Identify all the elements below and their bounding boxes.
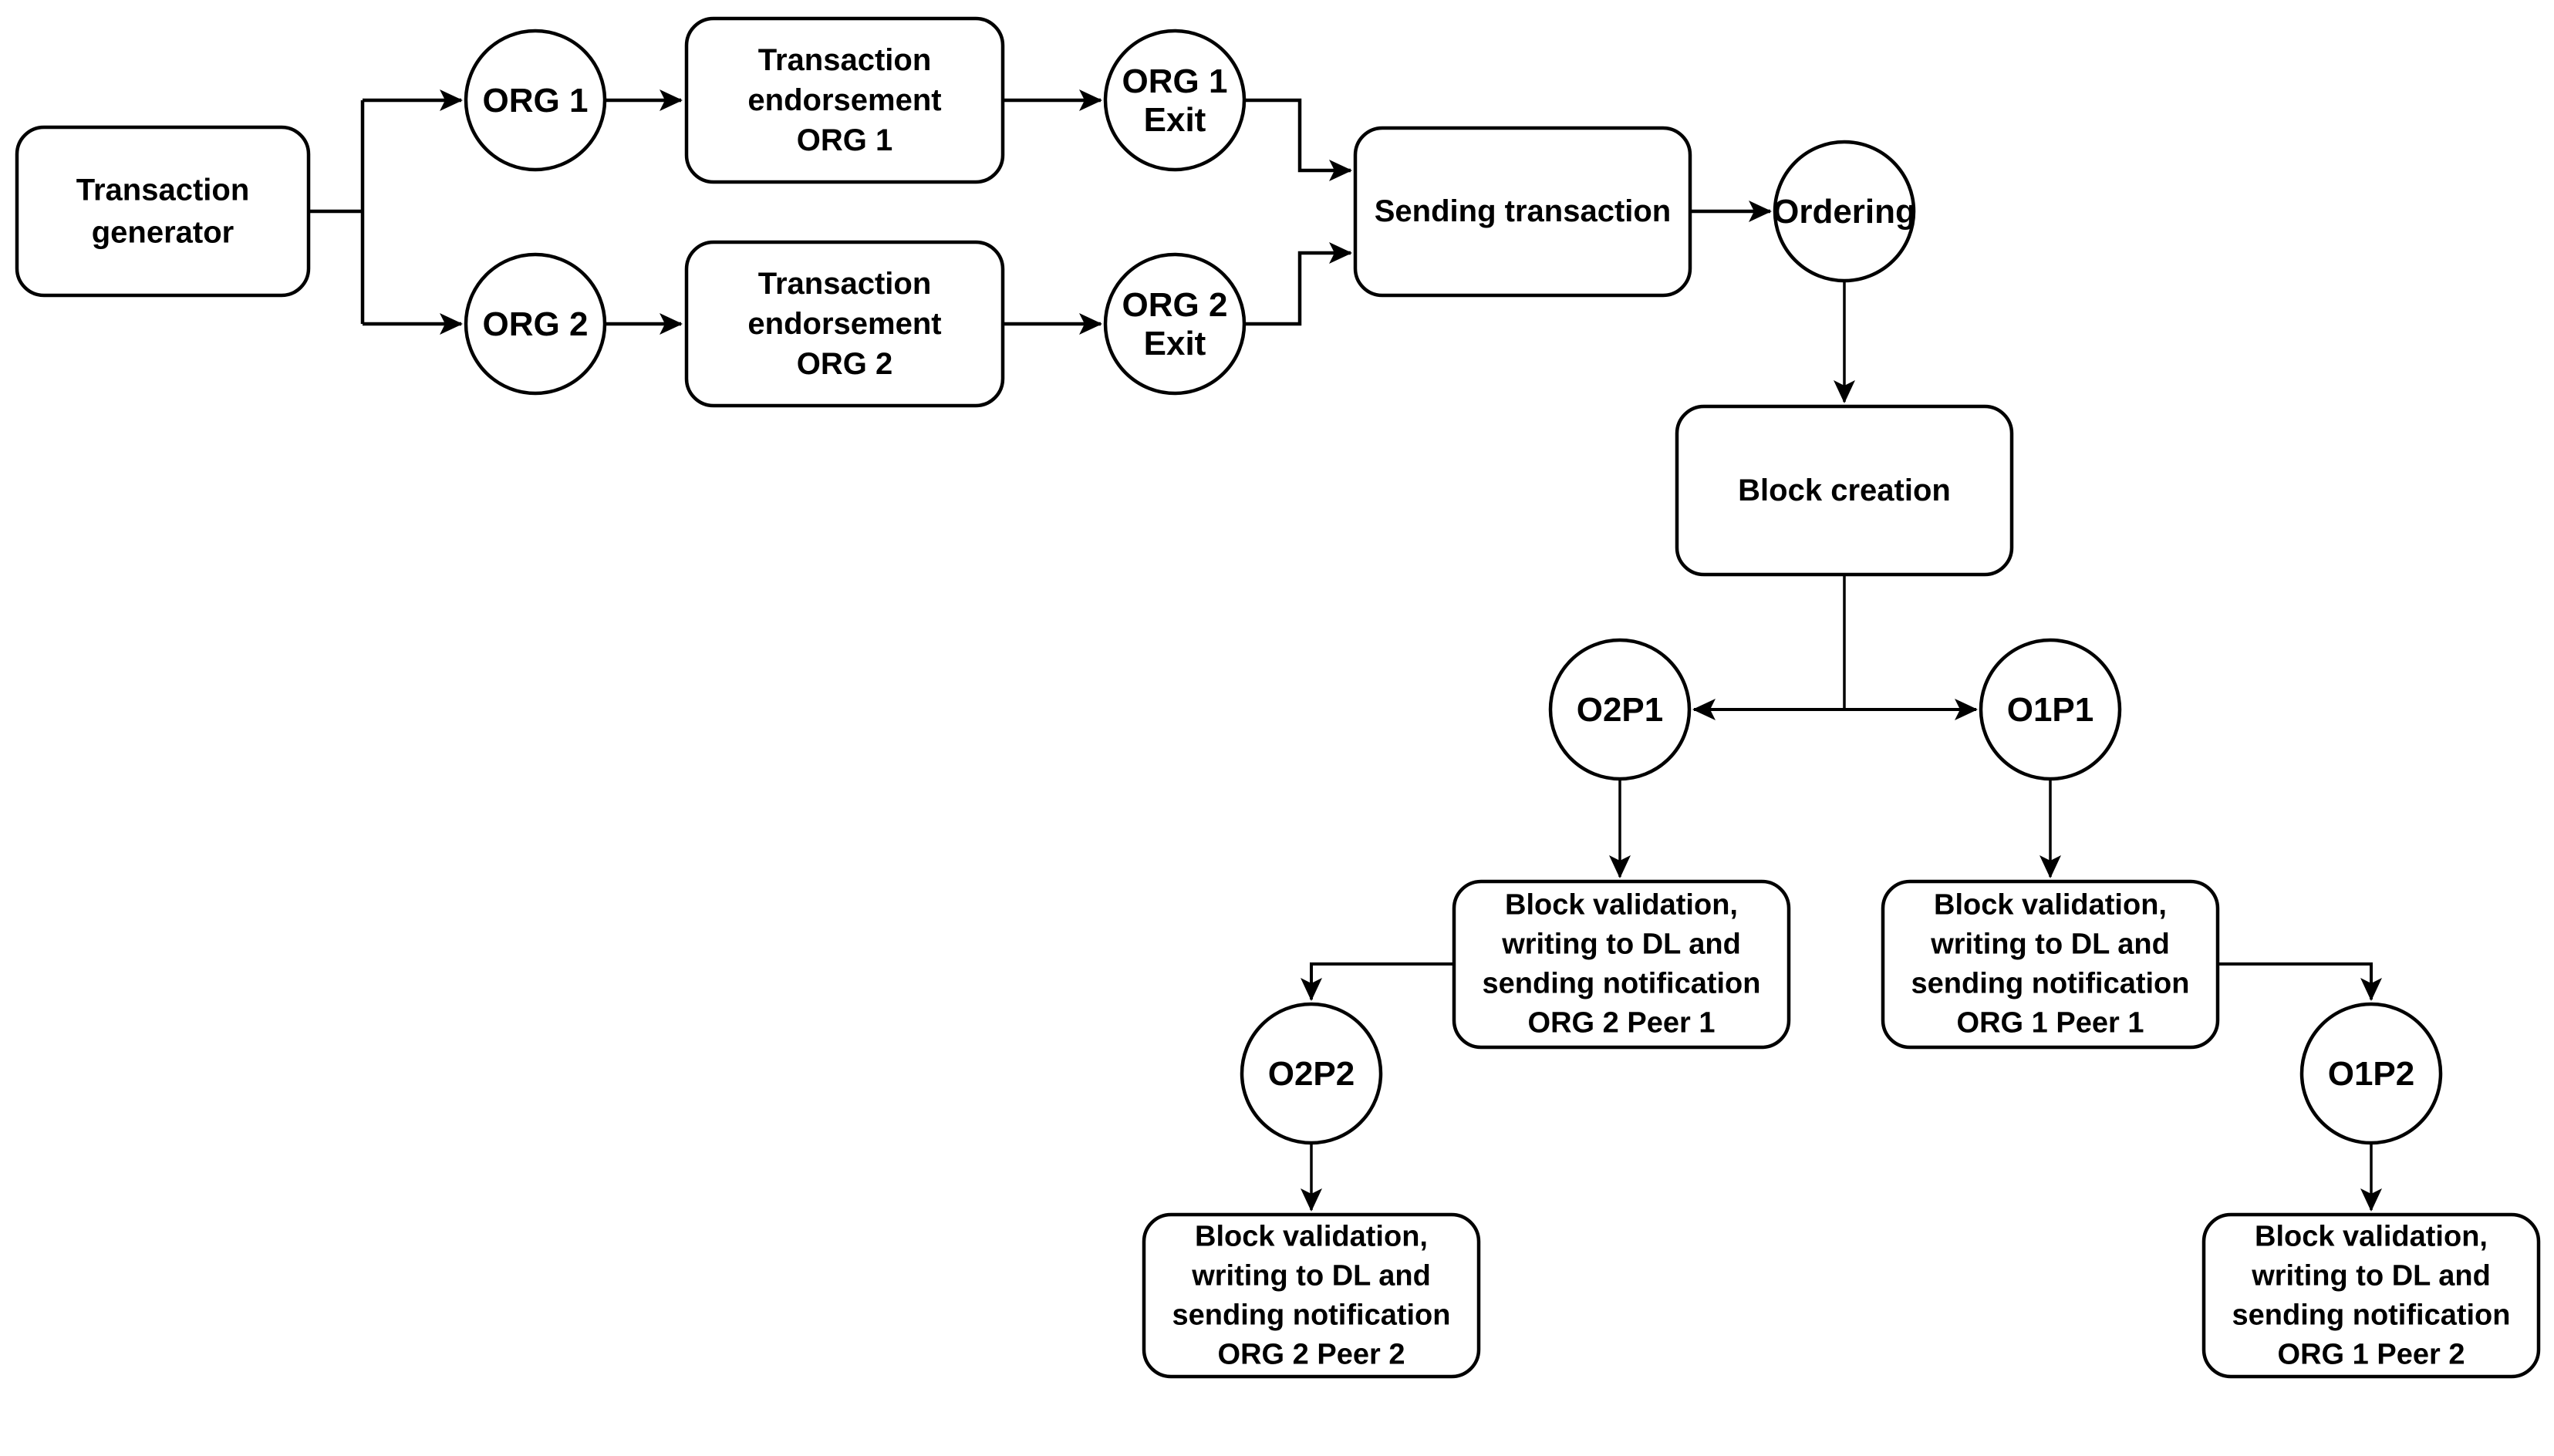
sending-transaction-label: Sending transaction: [1375, 194, 1672, 228]
edge-validation-org-1-peer-1-to-o1p2: [2218, 962, 2382, 1001]
block-validation-org-2-peer-1-box: [1452, 879, 1791, 1050]
edge-org-1-exit-to-sending: [1244, 98, 1352, 181]
o1p2-circle: [2299, 1002, 2443, 1145]
org-1-label: ORG 1: [483, 82, 589, 120]
edge-generator-branch: [309, 100, 365, 324]
org-1-circle: [464, 29, 607, 172]
transaction-endorsement-org-1-box: [684, 16, 1005, 184]
edge-org-2-exit-to-sending: [1244, 242, 1352, 326]
block-creation-box: [1675, 404, 2014, 577]
org-2-circle: [464, 252, 607, 396]
sending-transaction-box: [1353, 126, 1692, 298]
block-creation-label: Block creation: [1738, 474, 1951, 507]
node-sending-transaction: Sending transaction: [1353, 126, 1692, 298]
o2p1-circle: [1548, 638, 1692, 781]
node-org-1: ORG 1: [464, 29, 607, 172]
block-validation-org-1-peer-1-box: [1881, 879, 2220, 1050]
block-validation-org-1-peer-2-box: [2201, 1212, 2541, 1379]
o1p2-label: O1P2: [2328, 1055, 2415, 1093]
org-2-exit-circle: [1103, 252, 1247, 396]
node-o2p1: O2P1: [1548, 638, 1692, 781]
block-validation-org-2-peer-2-box: [1142, 1212, 1481, 1379]
ordering-label: Ordering: [1773, 193, 1916, 231]
ordering-circle: [1773, 140, 1916, 283]
transaction-generator-box: [15, 125, 311, 298]
org-1-exit-circle: [1103, 29, 1247, 172]
node-o1p1: O1P1: [1979, 638, 2122, 781]
node-o2p2: O2P2: [1240, 1002, 1383, 1145]
org-2-label: ORG 2: [483, 305, 589, 343]
node-o1p2: O1P2: [2299, 1002, 2443, 1145]
node-ordering: Ordering: [1773, 140, 1916, 283]
o2p2-circle: [1240, 1002, 1383, 1145]
o2p2-label: O2P2: [1268, 1055, 1355, 1093]
node-org-2: ORG 2: [464, 252, 607, 396]
edge-validation-org-2-peer-1-to-o2p2: [1301, 962, 1454, 1001]
node-block-creation: Block creation: [1675, 404, 2014, 577]
o2p1-label: O2P1: [1577, 691, 1664, 729]
o1p1-label: O1P1: [2007, 691, 2094, 729]
transaction-endorsement-org-2-box: [684, 240, 1005, 408]
o1p1-circle: [1979, 638, 2122, 781]
